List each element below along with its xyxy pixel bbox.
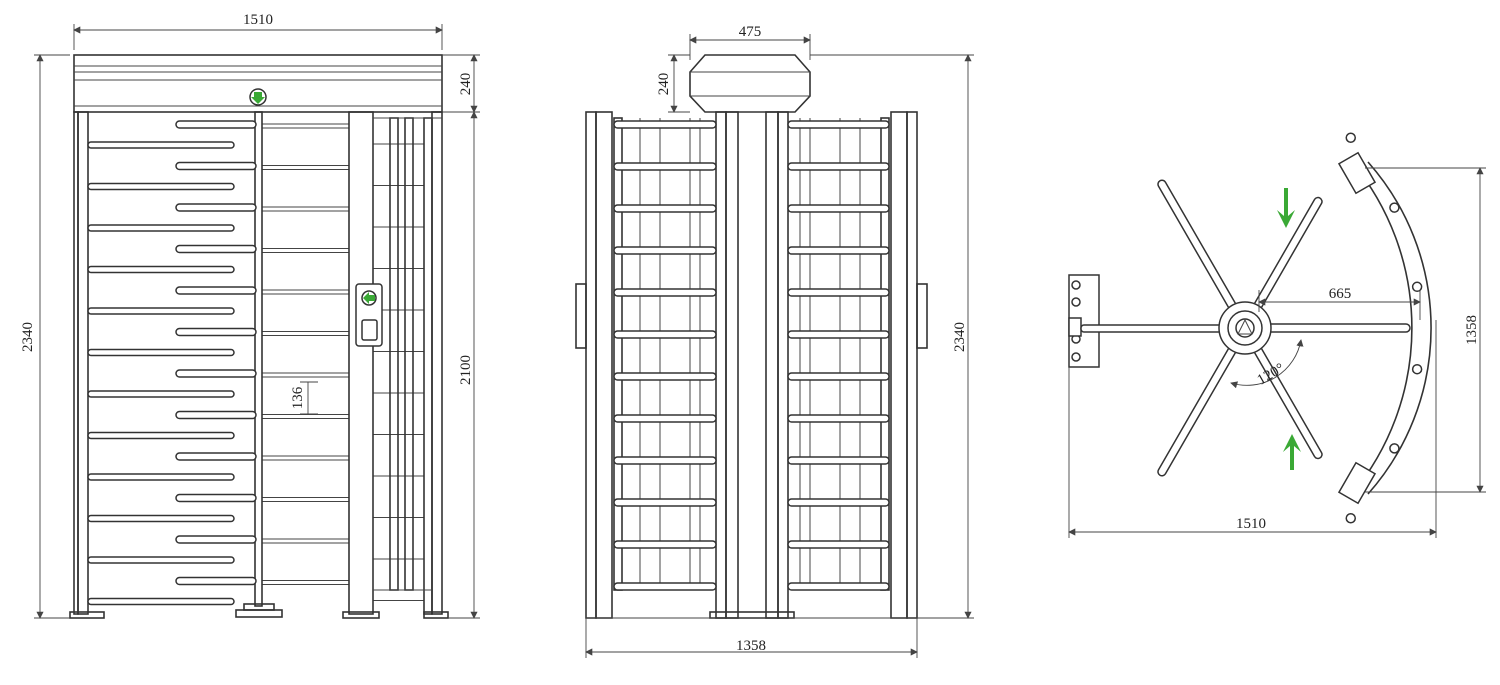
grid-bar-left xyxy=(613,498,717,507)
grid-bar-left xyxy=(613,288,717,297)
top-view: 665 120° 1358 1510 xyxy=(1068,132,1486,538)
fence-bar xyxy=(87,265,235,274)
arm-length-label: 665 xyxy=(1329,286,1352,302)
front-width-label: 1510 xyxy=(243,12,273,28)
grid-bar-right xyxy=(787,288,890,297)
grid-bar-right xyxy=(787,246,890,255)
card-slot xyxy=(361,319,378,341)
side-grid-bars xyxy=(613,118,890,591)
rotor-arm xyxy=(175,120,257,129)
grid-bar-left xyxy=(613,204,717,213)
side-top-height-label: 240 xyxy=(656,73,672,96)
fence-post xyxy=(1345,513,1356,524)
rotor-arm xyxy=(175,493,257,503)
rotor-arm xyxy=(175,576,257,586)
fence-bar xyxy=(87,514,235,523)
flow-down-arrow-icon xyxy=(1277,188,1295,228)
grid-bar-right xyxy=(787,456,890,465)
grid-bar-right xyxy=(787,120,890,129)
flow-up-arrow-icon xyxy=(1283,434,1301,470)
front-bar-pitch-label: 136 xyxy=(290,386,306,409)
grid-bar-left xyxy=(613,120,717,129)
fence-bar xyxy=(87,431,235,440)
side-width-label: 1358 xyxy=(736,638,766,654)
left-arrow-icon xyxy=(363,292,375,304)
front-top-height-label: 240 xyxy=(458,73,474,96)
grid-bar-left xyxy=(613,246,717,255)
fence-bar xyxy=(87,597,235,606)
front-inner-height-label: 2100 xyxy=(458,355,474,385)
side-left-post xyxy=(585,111,597,619)
fence-bar xyxy=(87,182,235,191)
front-view: 1510 2340 240 2100 136 xyxy=(20,12,480,619)
grid-bar-right xyxy=(787,498,890,507)
top-width-label: 1510 xyxy=(1236,516,1266,532)
fence-bar xyxy=(87,348,235,357)
side-view: 475 240 2340 1358 xyxy=(575,24,974,658)
fence-post xyxy=(1389,443,1400,454)
grid-bar-right xyxy=(787,414,890,423)
grid-bar-left xyxy=(613,414,717,423)
side-center-column-right xyxy=(777,111,789,619)
grid-bar-right xyxy=(787,162,890,171)
side-center-column-left xyxy=(715,111,727,619)
front-total-height-label: 2340 xyxy=(20,322,36,352)
side-head xyxy=(689,54,811,113)
fixed-bar xyxy=(1080,324,1228,333)
front-rotor-shaft xyxy=(254,111,263,607)
fence-post xyxy=(1411,281,1423,293)
fence-bar xyxy=(87,141,235,149)
rotor-arm xyxy=(175,410,257,420)
front-rotor-arms xyxy=(175,120,257,586)
fence-post xyxy=(1345,132,1356,143)
rotor-arm xyxy=(175,369,257,378)
rotor-arm xyxy=(175,452,257,461)
fence-bar xyxy=(87,307,235,315)
fence-bar xyxy=(87,556,235,564)
down-arrow-icon xyxy=(251,92,265,104)
grid-bar-left xyxy=(613,372,717,381)
rotor-arm xyxy=(175,244,257,254)
grid-bar-left xyxy=(613,456,717,465)
fence-bar xyxy=(87,224,235,232)
grid-bar-right xyxy=(787,330,890,339)
fence-bar xyxy=(87,473,235,481)
front-right-column xyxy=(348,111,374,615)
rotor-arm xyxy=(175,203,257,212)
grid-bar-left xyxy=(613,582,717,591)
rotor-arm xyxy=(175,161,257,171)
side-top-width-label: 475 xyxy=(739,24,762,40)
fence-post xyxy=(1389,202,1400,213)
curved-fence-inner xyxy=(1351,161,1413,495)
grid-bar-right xyxy=(787,372,890,381)
grid-bar-right xyxy=(787,582,890,591)
side-right-post xyxy=(906,111,918,619)
angle-arc xyxy=(1230,339,1304,389)
grid-bar-right xyxy=(787,204,890,213)
curved-fence-posts xyxy=(1345,132,1423,524)
grid-bar-left xyxy=(613,162,717,171)
grid-bar-left xyxy=(613,330,717,339)
depth-label: 1358 xyxy=(1464,315,1480,345)
grid-bar-right xyxy=(787,540,890,549)
front-fence-bars xyxy=(87,123,424,606)
front-left-post xyxy=(77,111,89,615)
rotor-arm xyxy=(175,535,257,544)
fence-bar xyxy=(87,390,235,398)
rotor-arm xyxy=(175,286,257,295)
fence-post xyxy=(1411,363,1423,375)
side-height-label: 2340 xyxy=(952,322,968,352)
rotor-arm xyxy=(175,327,257,337)
grid-bar-left xyxy=(613,540,717,549)
